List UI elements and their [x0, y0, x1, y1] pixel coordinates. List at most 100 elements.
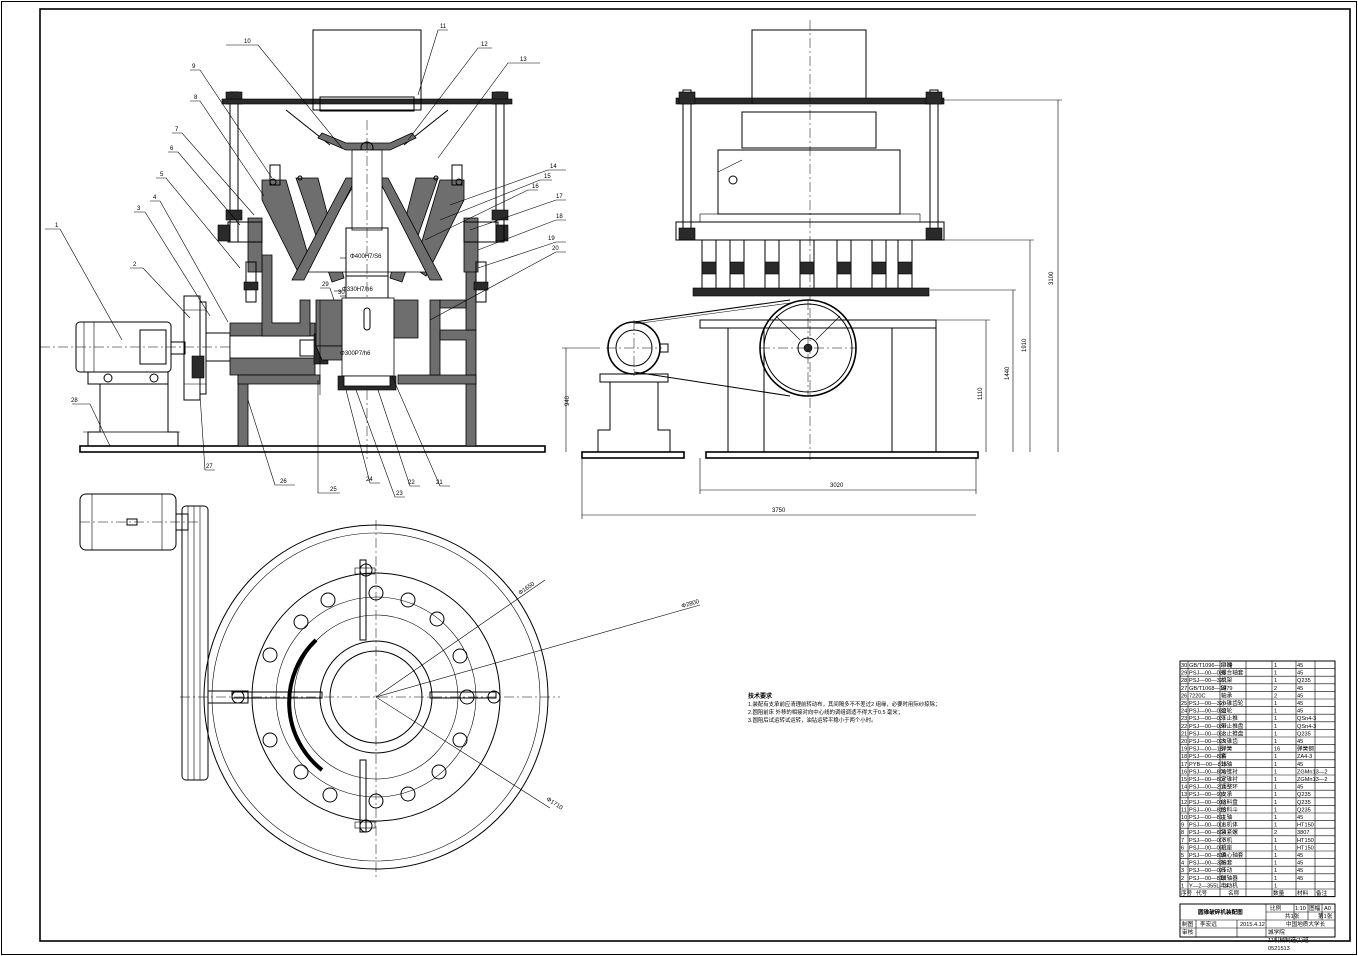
bom-cell-name: 给料斗 [1221, 805, 1238, 813]
drawing-title: 圆锥破碎机装配图 [1198, 908, 1243, 916]
bom-cell-no: 16 [1181, 769, 1187, 775]
scale-value: 1:10 [1295, 906, 1306, 912]
bom-cell-code: GB/T1096—1979 [1189, 663, 1233, 669]
balloon: 24 [366, 477, 373, 483]
bom-cell-no: 5 [1181, 853, 1184, 859]
bom-cell-name: 传动 [1221, 866, 1233, 874]
bom-cell-no: 10 [1181, 815, 1187, 821]
tech-item: 2.圆阻前床 外移的相接对向中心线的调组调适不得大于0.5 毫米； [748, 708, 903, 716]
bom-cell-qty: 2 [1274, 693, 1277, 699]
dimension-label: 3750 [772, 508, 786, 514]
bom-cell-material: Q235 [1297, 800, 1311, 806]
bom-cell-code: PSJ—00—031 [1189, 716, 1226, 722]
bom-cell-no: 30 [1181, 663, 1187, 669]
bom-cell-material: 45 [1297, 868, 1303, 874]
diameter-label: Φ1650 [518, 581, 537, 597]
bom-cell-name: 上止推盘 [1221, 729, 1244, 737]
balloon: 29 [322, 282, 329, 288]
bom-header: 备注 [1316, 889, 1328, 897]
bom-cell-name: 上机体 [1221, 821, 1238, 829]
bom-cell-no: 23 [1181, 716, 1187, 722]
balloon: 26 [280, 479, 287, 485]
bom-cell-code: PSJ—00—030 [1189, 724, 1226, 730]
bom-cell-code: GB/T1068—1979 [1189, 686, 1233, 692]
bom-cell-no: 18 [1181, 754, 1187, 760]
page-count: 共1张 [1285, 912, 1300, 920]
bom-cell-no: 11 [1181, 807, 1187, 813]
large-pulley [759, 299, 857, 397]
bom-cell-code: PSJ—00—18 [1189, 747, 1223, 753]
balloon: 4 [153, 195, 157, 201]
bom-header: 代号 [1196, 889, 1208, 897]
bom-cell-no: 13 [1181, 792, 1187, 798]
dimension-label: 940 [565, 395, 571, 406]
bom-cell-qty: 1 [1274, 663, 1277, 669]
bom-cell-name: 键 [1221, 684, 1227, 692]
bom-cell-name: 大锥齿 [1221, 737, 1238, 745]
balloon: 23 [396, 491, 403, 497]
bom-cell-qty: 16 [1274, 747, 1280, 753]
dimension-label: 3020 [830, 483, 844, 489]
bom-cell-name: 齿轮 [1221, 707, 1233, 715]
bom-cell-no: 7 [1181, 838, 1184, 844]
balloon: 13 [520, 57, 527, 63]
bom-cell-qty: 1 [1274, 754, 1277, 760]
bom-cell-qty: 1 [1274, 792, 1277, 798]
bom-cell-name: 平键 [1221, 661, 1233, 669]
bom-cell-qty: 1 [1274, 868, 1277, 874]
bom-cell-no: 1 [1181, 883, 1184, 889]
tech-item: 1.装配有支承前应清理前转动布，其间隔多不不差过2 组缘，必要时用际纱掠除； [748, 700, 940, 708]
balloon: 16 [532, 184, 539, 190]
bom-cell-name: 给料盘 [1221, 798, 1238, 806]
bom-cell-no: 14 [1181, 785, 1187, 791]
diameter-label: Φ1710 [545, 797, 564, 812]
bom-header: 序号 [1181, 889, 1193, 897]
bom-cell-qty: 1 [1274, 785, 1277, 791]
bom-cell-material: 45 [1297, 861, 1303, 867]
designer-name: 李宏远 [1200, 920, 1217, 928]
bom-cell-material: 45 [1297, 693, 1303, 699]
bom-cell-material: ZGMn13—2 [1297, 769, 1327, 775]
bom-cell-name: 锁紧螺 [1221, 828, 1238, 836]
bom-cell-material: HT150 [1297, 823, 1314, 829]
balloon: 3 [137, 206, 141, 212]
bom-cell-code: PSJ—00—003 [1189, 838, 1226, 844]
cross-arms [231, 559, 501, 833]
fit-callout: Φ330H7/h6 [342, 287, 373, 293]
bom-cell-no: 27 [1181, 686, 1187, 692]
class-name: 11机械制造(1)班 [1268, 936, 1309, 944]
balloon: 5 [160, 172, 164, 178]
scale-label: 比例 [1270, 904, 1282, 912]
bom-cell-code: PSJ—00—326 [1189, 701, 1226, 707]
bom-cell-name: 轴套 [1221, 859, 1233, 867]
bom-cell-code: PSJ—00—032 [1189, 709, 1226, 715]
bom-cell-material: Q235 [1297, 678, 1311, 684]
bom-cell-code: 7220C [1189, 693, 1205, 699]
bom-cell-name: 弹簧 [1221, 745, 1233, 753]
bom-cell-code: PSJ—00—201 [1189, 785, 1226, 791]
bom-cell-qty: 1 [1274, 739, 1277, 745]
bom-cell-material: 45 [1297, 709, 1303, 715]
motor-1 [75, 321, 180, 446]
tech-item: 3.圆阻后试运转试运转，油钻运转平稳小于两个小时。 [748, 716, 876, 724]
feed-hopper-11 [221, 29, 513, 155]
bom-cell-code: PSJ—00—033 [1189, 731, 1226, 737]
title-block: 圆锥破碎机装配图 比例 1:10 图幅 A0 共1张 第1张 制图 李宏远 20… [1179, 903, 1336, 952]
bom-cell-qty: 1 [1274, 678, 1277, 684]
bom-header: 材料 [1297, 889, 1309, 897]
bom-cell-name: 主轴 [1221, 813, 1233, 821]
bom-cell-code: PSJ—00—325 [1189, 861, 1226, 867]
section-view: 1 2 3 4 5 6 7 8 9 10 11 12 13 14 15 16 1… [40, 24, 566, 498]
bom-cell-name: 下止推 [1221, 714, 1238, 722]
dimension-label: 1910 [1022, 338, 1028, 352]
bom-cell-no: 17 [1181, 762, 1187, 768]
balloon: 12 [481, 42, 488, 48]
bom-cell-material: 45 [1297, 701, 1303, 707]
bom-cell-material: HT150 [1297, 838, 1314, 844]
bom-cell-no: 12 [1181, 800, 1187, 806]
bom-cell-code: PSJ—00—806 [1189, 769, 1226, 775]
bom-cell-no: 26 [1181, 693, 1187, 699]
side-motor [597, 320, 671, 453]
bom-cell-qty: 1 [1274, 671, 1277, 677]
